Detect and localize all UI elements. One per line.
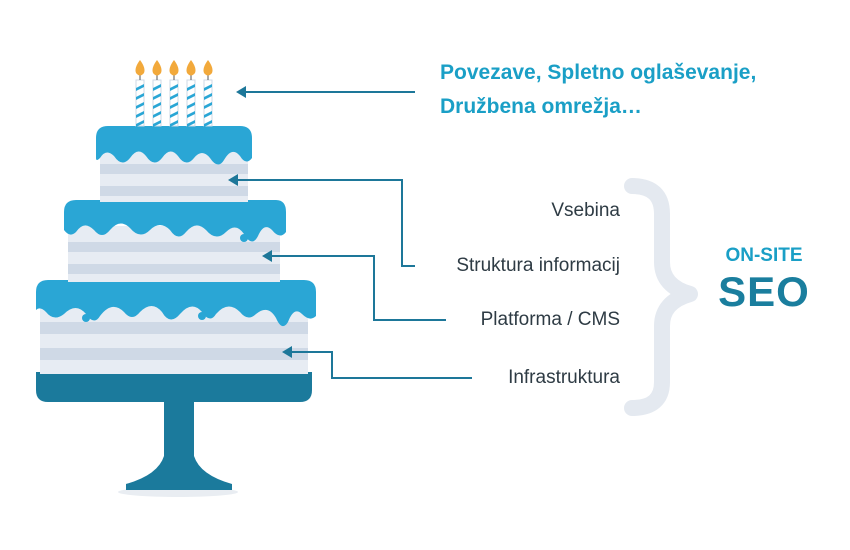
cake-stand	[36, 372, 312, 490]
arrowhead-platforma	[262, 250, 272, 262]
candles	[135, 60, 213, 127]
arrow-platforma	[270, 255, 446, 321]
layer-label-vsebina: Vsebina	[551, 200, 620, 221]
candle	[203, 60, 213, 127]
icing-bottom	[36, 280, 316, 327]
flame-icon	[169, 60, 179, 76]
candle	[169, 60, 179, 127]
icing-middle	[64, 200, 286, 242]
candle	[186, 60, 196, 127]
candle	[135, 60, 145, 127]
arrow-struktura	[236, 179, 415, 267]
arrowhead-top	[236, 86, 246, 98]
flame-icon	[152, 60, 162, 76]
arrowhead-infrastruktura	[282, 346, 292, 358]
arrow-infrastruktura	[290, 351, 472, 379]
tier-middle	[64, 200, 286, 282]
flame-icon	[203, 60, 213, 76]
icing-top	[96, 126, 252, 165]
layer-label-platforma: Platforma / CMS	[480, 309, 620, 330]
onsite-label: ON-SITE	[725, 245, 803, 266]
arrow-heads	[228, 86, 292, 358]
top-label-line2: Družbena omrežja…	[440, 95, 642, 118]
candle	[152, 60, 162, 127]
layer-label-struktura: Struktura informacij	[456, 255, 620, 276]
flame-icon	[186, 60, 196, 76]
tier-bottom	[36, 280, 316, 374]
flame-icon	[135, 60, 145, 76]
tier-top	[96, 126, 252, 202]
arrows	[236, 91, 472, 379]
top-label-line1: Povezave, Spletno oglaševanje,	[440, 61, 757, 84]
curly-bracket	[624, 178, 698, 416]
seo-label: SEO	[718, 268, 810, 315]
layer-label-infrastruktura: Infrastruktura	[508, 367, 620, 388]
arrowhead-struktura	[228, 174, 238, 186]
